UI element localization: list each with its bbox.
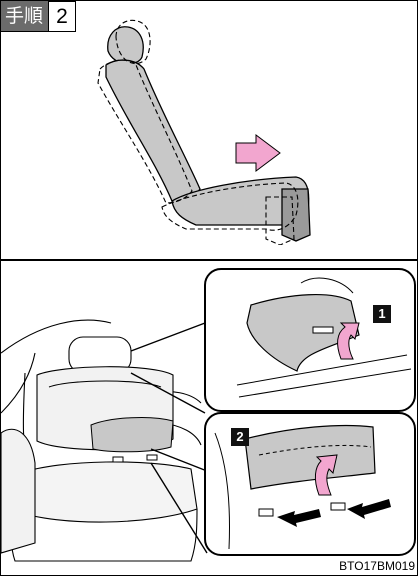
callout-2: 2 [231, 428, 249, 446]
step-header: 手順 2 [1, 1, 76, 32]
seat-slide-illustration [96, 13, 326, 245]
anchor-bar-right [147, 455, 157, 460]
step-number: 2 [49, 1, 76, 32]
callout-1: 1 [373, 305, 391, 323]
anchor-left [259, 509, 273, 516]
anchor-right [331, 503, 345, 510]
cover-panel [91, 418, 173, 452]
seat-solid [106, 27, 310, 241]
detail-inset-1 [205, 269, 415, 411]
rear-seat-illustration [1, 263, 417, 575]
figure-code: BTO17BM019 [339, 559, 415, 573]
step-label: 手順 [1, 1, 49, 32]
anchor-bar-left [113, 457, 123, 462]
slide-forward-arrow [236, 135, 280, 171]
section-divider [1, 259, 417, 261]
